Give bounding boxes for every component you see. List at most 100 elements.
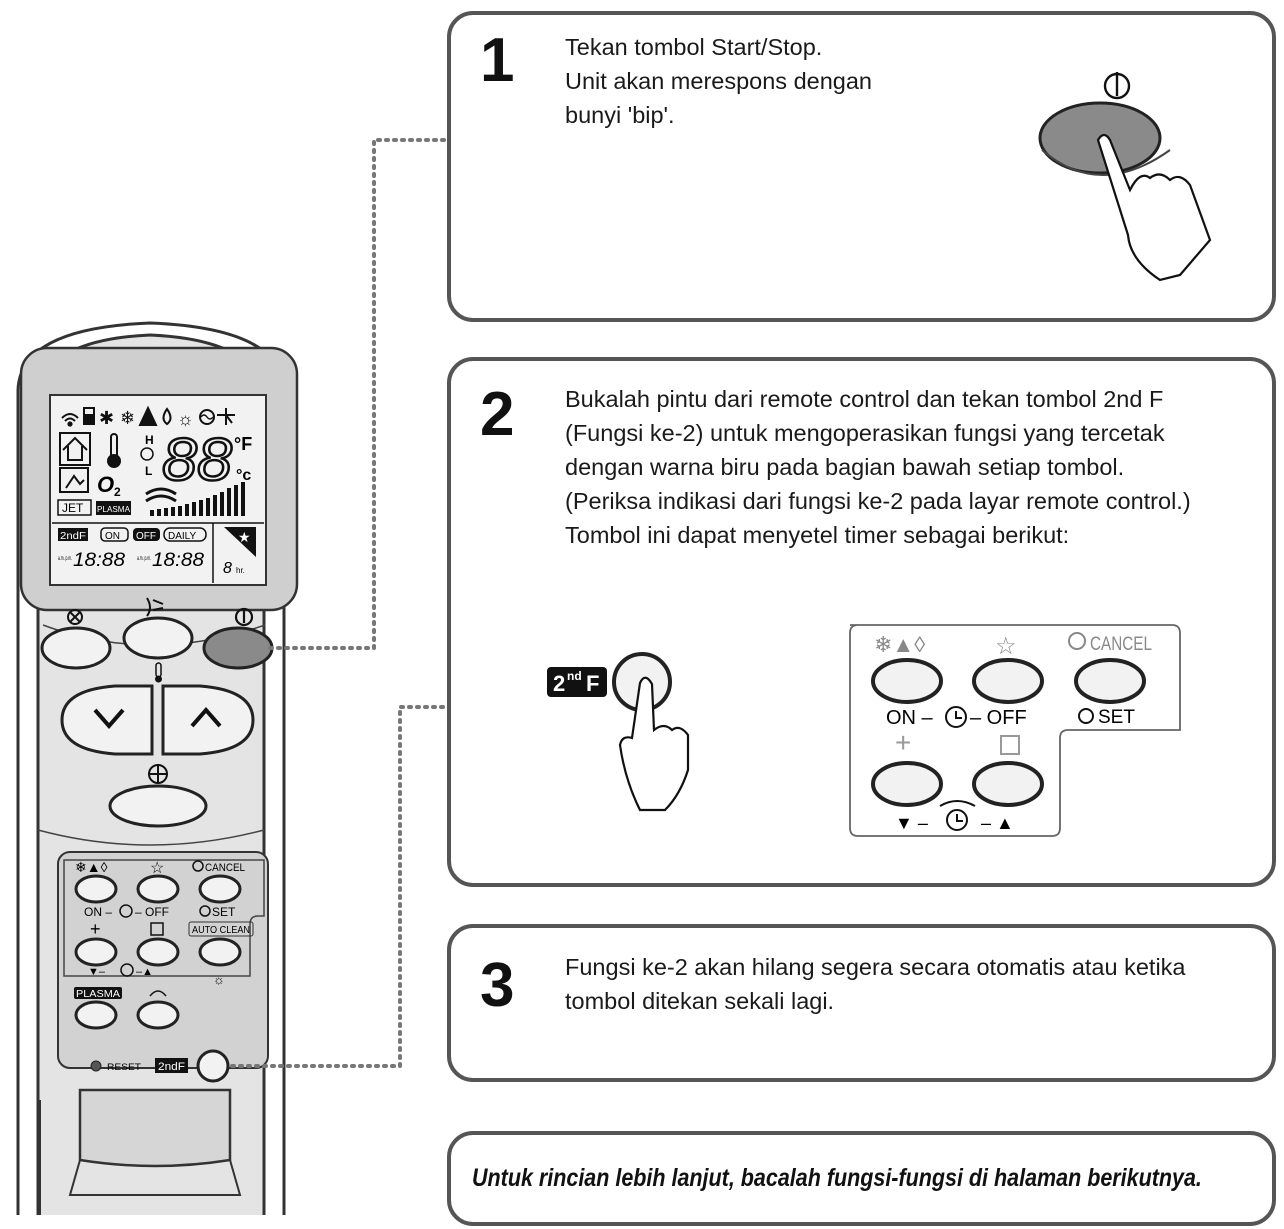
timer-up-button[interactable] <box>136 937 180 967</box>
sleep-icon <box>59 467 89 493</box>
panel-mode-icons: ❄▲◊ <box>874 632 925 657</box>
step-2-hand-icon <box>618 676 690 812</box>
panel-up-label: – ▲ <box>981 813 1014 833</box>
step-3-line: tombol ditekan sekali lagi. <box>565 988 835 1014</box>
unit-fahrenheit: °F <box>234 434 252 454</box>
light-icon-small: ☼ <box>213 972 225 987</box>
mode-button[interactable] <box>74 874 118 904</box>
set-label-small: SET <box>212 905 236 919</box>
daily-display-label: DAILY <box>168 531 196 542</box>
temp-thermometer-icon <box>155 675 162 683</box>
plasma-button[interactable] <box>74 1000 118 1030</box>
remote-flip-door <box>78 1088 232 1168</box>
fan-high-label: H <box>145 433 154 447</box>
off-display-label: OFF <box>136 531 156 542</box>
panel-set-label: SET <box>1098 707 1135 728</box>
step-1-number: 1 <box>480 26 515 95</box>
svg-text:✱: ✱ <box>99 408 114 428</box>
power-symbol-icon <box>234 607 254 627</box>
swing-button[interactable] <box>40 626 112 670</box>
step-2-line: Tombol ini dapat menyetel timer sebagai … <box>565 522 1070 548</box>
hours-unit: hr. <box>236 566 245 575</box>
step-3-line: Fungsi ke-2 akan hilang segera secara ot… <box>565 954 1186 980</box>
o2-label: O <box>97 472 114 497</box>
star-icon-small: ☆ <box>150 860 164 877</box>
step-1-line: bunyi 'bip'. <box>565 102 675 128</box>
step-2-line: Bukalah pintu dari remote control dan te… <box>565 386 1164 412</box>
step-1-power-icon <box>1103 72 1131 100</box>
timer-digits-on: 18:88 <box>73 550 125 571</box>
step-1-line: Tekan tombol Start/Stop. <box>565 34 823 60</box>
panel-timer-down-button <box>871 761 943 807</box>
off-label-small: – OFF <box>135 905 169 919</box>
timer-adjust-clock-icon <box>120 963 134 977</box>
fan-low-label: L <box>145 464 152 478</box>
auto-clean-label: AUTO CLEAN <box>192 925 250 936</box>
panel-room-icon <box>1000 735 1020 755</box>
plasma-display-label: PLASMA <box>97 505 131 514</box>
fan-level-bars <box>150 482 245 516</box>
panel-set-clock-icon <box>1078 708 1094 724</box>
wind-icon <box>145 487 177 503</box>
panel-cancel-label: CANCEL <box>1090 634 1152 655</box>
swing-icon <box>67 609 83 625</box>
step-1-line: Unit akan merespons dengan <box>565 68 873 94</box>
step-3-text: Fungsi ke-2 akan hilang segera secara ot… <box>565 950 1186 1018</box>
mode-icons-row: ✱ ❄ ☼ <box>61 405 235 429</box>
secondf-badge-main: 2 <box>553 671 565 696</box>
house-icon <box>59 432 91 466</box>
step-2-line: dengan warna biru pada bagian bawah seti… <box>565 454 1125 480</box>
favorite-button[interactable] <box>136 874 180 904</box>
hours-digit: 8 <box>223 560 232 577</box>
airflow-icon <box>146 597 164 617</box>
panel-mode-button <box>871 658 943 704</box>
step-2-line: (Periksa indikasi dari fungsi ke-2 pada … <box>565 488 1191 514</box>
step-1-hand-icon <box>1096 133 1212 282</box>
sleep-button[interactable] <box>136 1000 180 1030</box>
o2-subscript: 2 <box>114 485 121 499</box>
on-label-small: ON – <box>84 905 112 919</box>
secondf-badge <box>547 667 607 697</box>
svg-text:★: ★ <box>238 529 251 545</box>
set-clock-icon-small <box>199 905 211 917</box>
panel-off-label: – OFF <box>970 707 1027 729</box>
note-box <box>447 1131 1276 1226</box>
secondf-display-label: 2ndF <box>60 531 86 542</box>
jet-label: JET <box>62 501 84 515</box>
note-text: Untuk rincian lebih lanjut, bacalah fung… <box>472 1164 1202 1192</box>
secondf-badge-sup: nd <box>567 669 582 683</box>
unit-celsius: °c <box>236 467 251 484</box>
secondf-button-label: 2ndF <box>158 1061 185 1073</box>
fan-speed-button[interactable] <box>108 784 208 828</box>
smile-icon <box>140 447 154 461</box>
fan-speed-icon <box>148 764 168 784</box>
timer-digits-off: 18:88 <box>152 550 204 571</box>
cancel-button[interactable] <box>198 874 242 904</box>
reset-button[interactable] <box>90 1060 102 1072</box>
panel-cancel-clock-icon <box>1068 632 1086 650</box>
temp-up-button[interactable] <box>161 684 255 756</box>
panel-down-label: ▼ – <box>895 813 928 833</box>
chevron-down-icon <box>93 708 125 730</box>
auto-clean-button[interactable] <box>198 937 242 967</box>
remote-control: ✱ ❄ ☼ H L 88 °F °c O 2 JET PLASMA <box>16 321 299 1215</box>
panel-cancel-button <box>1074 658 1146 704</box>
step-3-number: 3 <box>480 951 515 1020</box>
plus-icon-small: + <box>90 919 101 939</box>
mode-icons-small: ❄▲◊ <box>75 859 108 875</box>
airflow-button[interactable] <box>122 616 194 660</box>
step-3-box <box>447 924 1276 1082</box>
ampm-label-2: a.m. p.m. <box>137 556 151 562</box>
on-display-label: ON <box>105 531 120 542</box>
temp-down-button[interactable] <box>60 684 154 756</box>
panel-favorite-button <box>972 658 1044 704</box>
secondf-button[interactable] <box>196 1049 230 1083</box>
secondf-badge-end: F <box>586 671 599 696</box>
step-2-number: 2 <box>480 380 515 449</box>
panel-star-icon: ☆ <box>995 633 1017 660</box>
panel-adjust-clock-icon <box>946 809 968 831</box>
timer-down-button[interactable] <box>74 937 118 967</box>
chevron-up-icon <box>190 706 222 728</box>
step-2-text: Bukalah pintu dari remote control dan te… <box>565 382 1191 552</box>
